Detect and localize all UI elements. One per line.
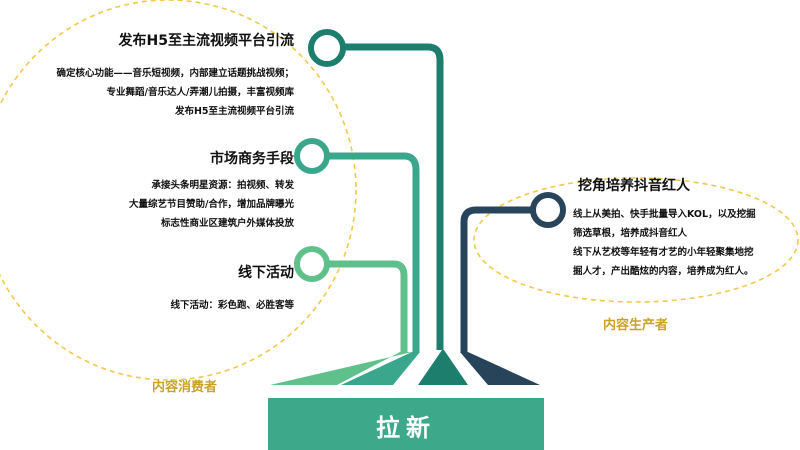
branch-1-title: 发布H5至主流视频平台引流 [118,33,294,49]
branch-4-line [460,206,534,352]
consumer-group-label: 内容消费者 [152,380,218,395]
base-block [268,398,544,450]
branch-1-node [308,29,346,67]
branch-3-node [294,246,330,282]
branch-3-line-1: 线下活动：彩色跑、必胜客等 [170,300,294,311]
branch-4-line-1: 线上从美拍、快手批量导入KOL，以及挖掘 [573,209,756,220]
branch-4-title: 挖角培养抖音红人 [578,178,690,194]
branch-2-line-3: 标志性商业区建筑户外媒体投放 [160,218,294,229]
producer-dashed-ellipse [473,177,799,303]
branch-1-line-1: 确定核心功能——音乐短视频，内部建立话题挑战视频； [56,68,294,79]
fan-left-light [270,352,412,385]
branch-2-node [294,138,330,174]
branch-3-line [326,260,408,352]
branch-1-line-3: 发布H5至主流视频平台引流 [174,106,294,117]
branch-4-line-4: 掘人才，产出酷炫的内容，培养成为红人。 [573,266,754,277]
fan-center [418,350,468,385]
branch-4-line-3: 线下从艺校等年轻有才艺的小年轻聚集地挖 [573,247,754,258]
branch-2-line [326,152,420,352]
branch-2-title: 市场商务手段 [210,151,294,167]
base-label: 拉新 [376,413,436,442]
branch-2-line-2: 大量综艺节目赞助/合作，增加品牌曝光 [129,199,294,210]
fan-right [460,352,540,385]
producer-group-label: 内容生产者 [603,318,669,333]
branch-1-line [340,43,444,350]
branch-3-title: 线下活动 [238,265,294,281]
fan-left-mid [341,352,420,385]
branch-1-line-2: 专业舞蹈/音乐达人/弄潮儿拍摄，丰富视频库 [106,87,294,98]
branch-4-line-2: 筛选草根，培养成抖音红人 [573,228,688,239]
branch-4-node [530,192,566,228]
consumer-dashed-ellipse [0,0,357,381]
branch-2-line-1: 承接头条明星资源：拍视频、转发 [151,180,294,191]
